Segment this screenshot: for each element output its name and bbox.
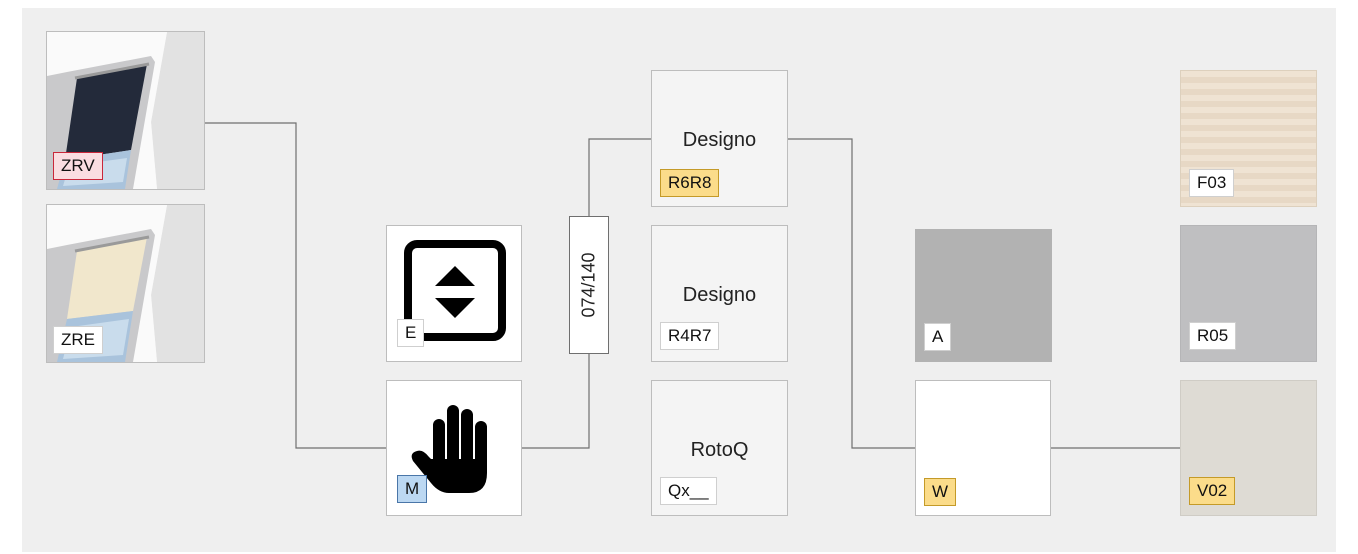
window-type-code-tag: R4R7 <box>660 322 720 350</box>
frame-color-swatch-a[interactable]: A <box>915 229 1052 362</box>
window-type-name: RotoQ <box>690 439 749 461</box>
fabric-code-tag: V02 <box>1189 477 1236 505</box>
operation-manual-card[interactable]: M <box>386 380 522 516</box>
window-type-card-r6r8[interactable]: Designo R6R8 <box>651 70 788 207</box>
blind-code-tag: ZRV <box>53 152 103 180</box>
blind-zrv-card[interactable]: ZRV <box>46 31 205 190</box>
frame-color-code-tag: W <box>924 478 957 506</box>
up-down-arrows-icon <box>404 240 506 341</box>
operation-electric-card[interactable]: E <box>386 225 522 362</box>
hand-icon <box>411 405 487 493</box>
blind-code-tag: ZRE <box>53 326 103 354</box>
window-type-name: Designo <box>682 129 757 151</box>
fabric-code-tag: R05 <box>1189 322 1237 350</box>
frame-color-code-tag: A <box>924 323 952 351</box>
window-type-code-tag: Qx__ <box>660 477 717 505</box>
blind-zre-card[interactable]: ZRE <box>46 204 205 363</box>
fabric-swatch-f03[interactable]: F03 <box>1180 70 1317 207</box>
dark-blind-image <box>47 32 204 189</box>
window-type-card-r4r7[interactable]: Designo R4R7 <box>651 225 788 362</box>
connector-r6r8-to-white <box>788 138 915 449</box>
size-label: 074/140 <box>578 252 599 318</box>
operation-code-tag: M <box>397 475 428 503</box>
connector-zrv-to-manual <box>205 122 386 449</box>
window-type-card-qx[interactable]: RotoQ Qx__ <box>651 380 788 516</box>
fabric-swatch-v02[interactable]: V02 <box>1180 380 1317 516</box>
size-label-box: 074/140 <box>569 216 609 354</box>
frame-color-swatch-w[interactable]: W <box>915 380 1051 516</box>
operation-code-tag: E <box>397 319 425 347</box>
fabric-code-tag: F03 <box>1189 169 1235 197</box>
fabric-swatch-r05[interactable]: R05 <box>1180 225 1317 362</box>
window-type-code-tag: R6R8 <box>660 169 720 197</box>
window-type-name: Designo <box>682 284 757 306</box>
